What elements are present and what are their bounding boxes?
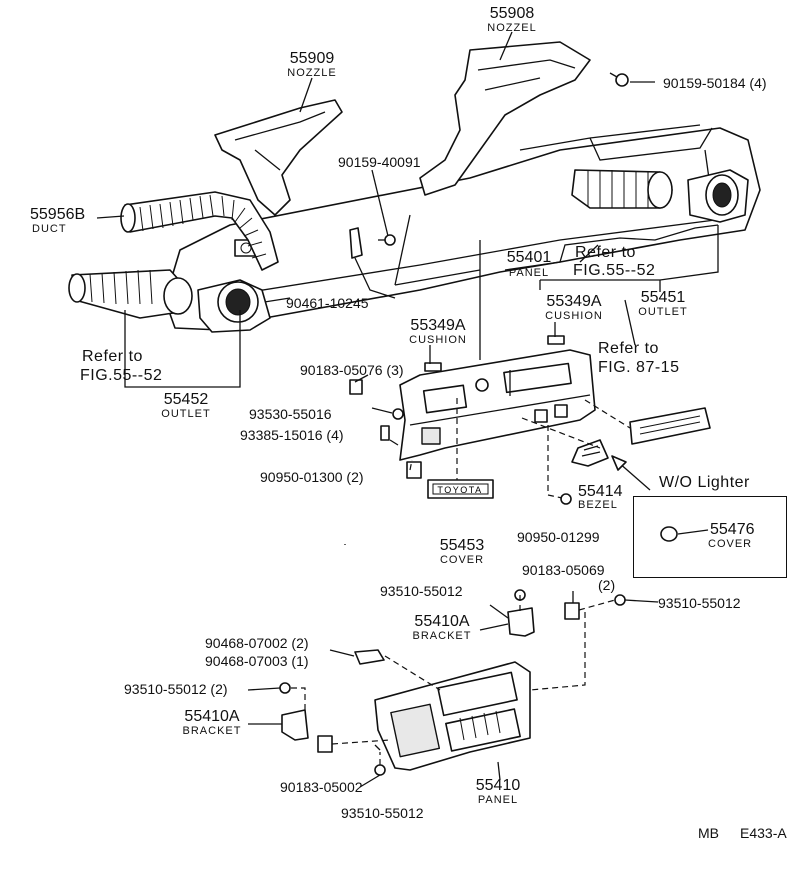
part-55349A-right-name: CUSHION — [545, 310, 603, 322]
cushion-55349A-right-shape — [547, 335, 565, 345]
part-90468-07002: 90468-07002 (2) — [205, 635, 309, 651]
ref-left-line1: Refer to — [82, 348, 143, 365]
bracket-55410A-upper-shape — [507, 607, 535, 637]
part-55349A-right-number: 55349A — [546, 293, 602, 310]
part-55451-number: 55451 — [640, 289, 686, 306]
part-55414-name: BEZEL — [578, 499, 618, 511]
ref-left-line2: FIG.55--52 — [80, 367, 163, 384]
screw-90159-50184-shape — [609, 72, 629, 87]
part-55349A-left-name: CUSHION — [409, 334, 467, 346]
part-90183-05069-qty: (2) — [598, 577, 616, 593]
part-55401-name: PANEL — [508, 267, 550, 279]
part-55453-name: COVER — [439, 554, 485, 566]
part-55956B-number: 55956B — [30, 206, 86, 223]
part-90950-01299: 90950-01299 — [517, 529, 600, 545]
outlet-hose-right — [571, 169, 673, 209]
ref-right-line2: FIG. 87-15 — [598, 359, 680, 376]
clip-90183-05076-shape — [349, 379, 363, 395]
clip-90183-05069-shape — [564, 602, 580, 620]
screw-93510-55012-c-shape — [279, 682, 291, 694]
nozzle-55908-shape — [419, 41, 591, 196]
part-55909-name: NOZZLE — [287, 67, 337, 79]
part-90950-01300: 90950-01300 (2) — [260, 469, 364, 485]
panel-55410-shape — [374, 661, 531, 771]
part-55410A-upper-number: 55410A — [414, 613, 470, 630]
bezel-55414-shape — [571, 439, 609, 467]
cover-55453-shape — [427, 479, 494, 499]
part-55476-number: 55476 — [710, 521, 755, 538]
part-55410A-upper-name: BRACKET — [412, 630, 472, 642]
nozzle-55909-shape — [214, 99, 343, 216]
part-90159-40091: 90159-40091 — [338, 154, 421, 170]
part-55908-name: NOZZEL — [487, 22, 537, 34]
part-55453-number: 55453 — [439, 537, 485, 554]
screw-93385-15016-shape — [380, 425, 390, 441]
part-93510-55012-b: 93510-55012 — [658, 595, 741, 611]
screw-93510-55012-b-shape — [614, 594, 626, 606]
part-55452-name: OUTLET — [161, 408, 211, 420]
part-55401-number: 55401 — [506, 249, 552, 266]
part-55414-number: 55414 — [578, 483, 623, 500]
part-93385-15016: 93385-15016 (4) — [240, 427, 344, 443]
part-90183-05076: 90183-05076 (3) — [300, 362, 404, 378]
part-93510-55012-d: 93510-55012 — [341, 805, 424, 821]
clip-90183-05002-shape — [317, 735, 333, 753]
without-lighter-title: W/O Lighter — [656, 475, 753, 491]
part-90183-05069-code: 90183-05069 — [522, 562, 605, 578]
diagram-id: E433-A — [740, 825, 787, 841]
part-90468-07003: 90468-07003 (1) — [205, 653, 309, 669]
cushion-55349A-left-shape — [424, 362, 442, 372]
panel-55401-shape — [399, 349, 596, 461]
part-55410-name: PANEL — [477, 794, 519, 806]
outlet-55451-shape — [687, 169, 749, 223]
ref-right-line1: Refer to — [598, 340, 659, 357]
clip-90461-10245 — [349, 227, 363, 259]
part-55410A-lower-number: 55410A — [184, 708, 240, 725]
part-55909-number: 55909 — [289, 50, 335, 67]
part-55349A-left-number: 55349A — [410, 317, 466, 334]
ref-center-line2: FIG.55--52 — [573, 262, 656, 279]
catalog-code: MB — [698, 825, 719, 841]
bracket-55410A-lower-shape — [281, 709, 309, 741]
ref-center-line1: Refer to — [575, 244, 636, 261]
cover-55476-shape — [660, 526, 678, 542]
part-93510-55012-a: 93510-55012 — [380, 583, 463, 599]
clip-90950-01299-shape — [560, 493, 572, 505]
without-lighter-box — [633, 496, 787, 578]
cover-55453-emblem: TOYOTA — [437, 485, 482, 495]
outlet-55452-shape — [197, 279, 271, 333]
screw-90159-40091-shape — [378, 234, 396, 246]
part-93510-55012-c: 93510-55012 (2) — [124, 681, 228, 697]
duct-55956B-shape — [120, 191, 279, 271]
screw-93530-55016-shape — [371, 407, 404, 420]
part-55908-number: 55908 — [489, 5, 535, 22]
part-55410-number: 55410 — [475, 777, 521, 794]
part-90159-50184: 90159-50184 (4) — [663, 75, 767, 91]
screw-93510-55012-d-shape — [374, 764, 386, 776]
part-55476-name: COVER — [708, 538, 753, 550]
outlet-hose-left — [68, 269, 193, 319]
part-90183-05002: 90183-05002 — [280, 779, 363, 795]
part-55451-name: OUTLET — [638, 306, 688, 318]
part-55410A-lower-name: BRACKET — [182, 725, 242, 737]
part-55452-number: 55452 — [163, 391, 209, 408]
part-55956B-name: DUCT — [32, 223, 67, 235]
part-90461-10245: 90461-10245 — [286, 295, 369, 311]
clip-90468-shape — [354, 649, 385, 665]
part-93530-55016: 93530-55016 — [249, 406, 332, 422]
clip-90950-01300-shape — [406, 461, 422, 479]
lighter-plate-shape — [629, 407, 711, 445]
